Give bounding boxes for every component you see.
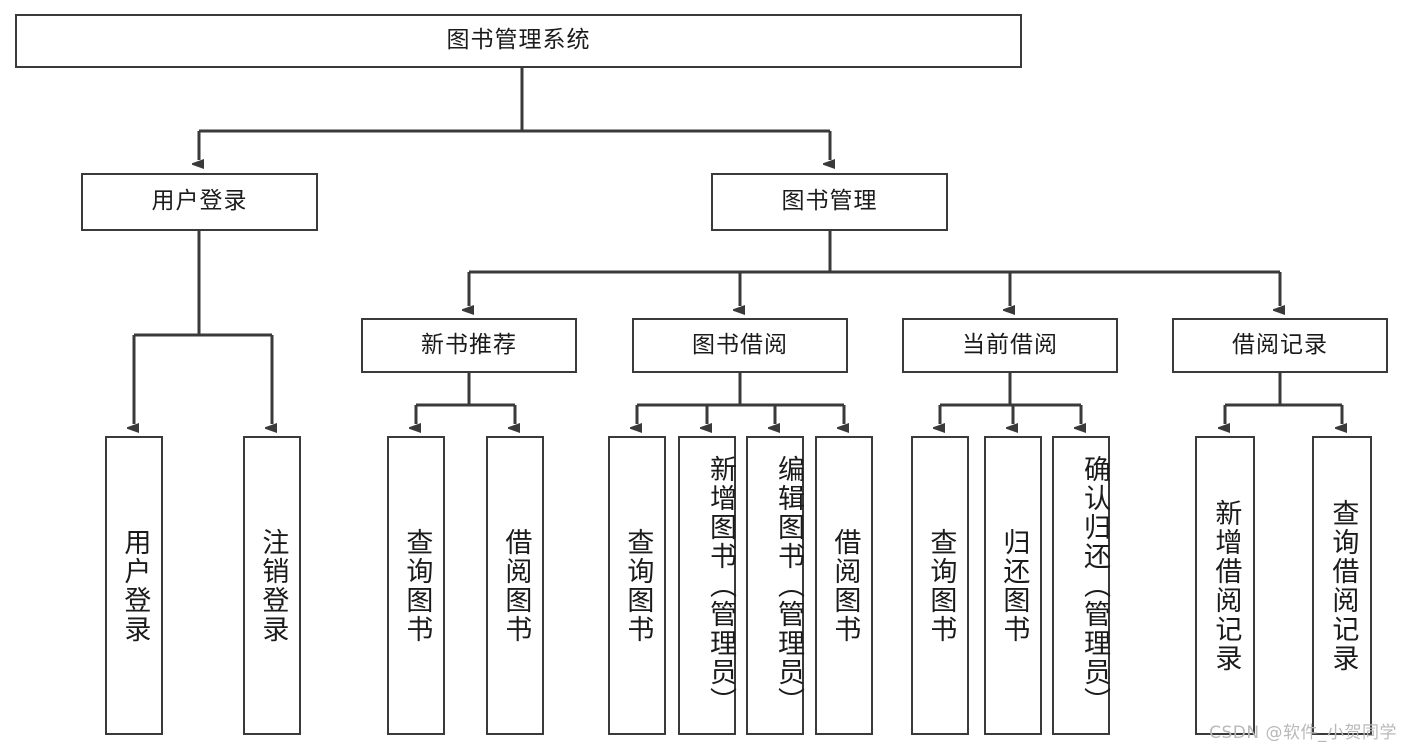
node-leaf-query-borrow-record-label: 查询借阅记录 — [1327, 498, 1359, 673]
node-root-label: 图书管理系统 — [446, 27, 591, 54]
node-new-book-recommend-label: 新书推荐 — [421, 331, 517, 358]
node-leaf-borrow-book-new[interactable]: 借阅图书 — [486, 436, 544, 735]
node-leaf-add-borrow-record[interactable]: 新增借阅记录 — [1195, 436, 1255, 735]
node-leaf-user-login[interactable]: 用户登录 — [105, 436, 163, 735]
node-leaf-borrow-book-label: 借阅图书 — [829, 527, 861, 644]
node-leaf-query-book-borrow-label: 查询图书 — [622, 527, 654, 644]
node-leaf-add-book-admin[interactable]: 新增图书（管理员） — [678, 436, 736, 735]
node-leaf-confirm-return-admin[interactable]: 确认归还（管理员） — [1052, 436, 1110, 735]
node-root[interactable]: 图书管理系统 — [15, 14, 1022, 68]
node-book-management[interactable]: 图书管理 — [711, 173, 948, 231]
csdn-watermark: CSDN @软件_小贺同学 — [1209, 723, 1397, 743]
node-leaf-query-book-current-label: 查询图书 — [925, 527, 957, 644]
node-leaf-return-book-label: 归还图书 — [998, 527, 1030, 644]
node-book-management-label: 图书管理 — [781, 188, 878, 215]
node-leaf-borrow-book-new-label: 借阅图书 — [500, 527, 532, 644]
node-leaf-user-logout-label: 注销登录 — [257, 527, 289, 644]
node-leaf-query-book-new-label: 查询图书 — [401, 527, 433, 644]
node-leaf-edit-book-admin-label: 编辑图书（管理员） — [773, 455, 804, 716]
node-borrow-records-label: 借阅记录 — [1232, 331, 1328, 358]
node-leaf-add-borrow-record-label: 新增借阅记录 — [1210, 498, 1242, 673]
node-book-borrow[interactable]: 图书借阅 — [632, 318, 848, 373]
node-leaf-return-book[interactable]: 归还图书 — [984, 436, 1042, 735]
node-current-borrow-label: 当前借阅 — [962, 331, 1058, 358]
node-borrow-records[interactable]: 借阅记录 — [1172, 318, 1388, 373]
node-book-borrow-label: 图书借阅 — [692, 331, 788, 358]
node-leaf-edit-book-admin[interactable]: 编辑图书（管理员） — [746, 436, 804, 735]
node-user-login-label: 用户登录 — [151, 188, 248, 215]
node-new-book-recommend[interactable]: 新书推荐 — [361, 318, 577, 373]
node-leaf-query-book-current[interactable]: 查询图书 — [911, 436, 969, 735]
node-leaf-confirm-return-admin-label: 确认归还（管理员） — [1079, 455, 1110, 716]
node-leaf-query-borrow-record[interactable]: 查询借阅记录 — [1312, 436, 1372, 735]
node-leaf-query-book-borrow[interactable]: 查询图书 — [608, 436, 666, 735]
node-current-borrow[interactable]: 当前借阅 — [902, 318, 1118, 373]
node-leaf-add-book-admin-label: 新增图书（管理员） — [705, 455, 736, 716]
node-leaf-borrow-book[interactable]: 借阅图书 — [815, 436, 873, 735]
node-leaf-user-login-label: 用户登录 — [119, 527, 151, 644]
node-user-login[interactable]: 用户登录 — [81, 173, 318, 231]
node-leaf-query-book-new[interactable]: 查询图书 — [387, 436, 445, 735]
node-leaf-user-logout[interactable]: 注销登录 — [243, 436, 301, 735]
